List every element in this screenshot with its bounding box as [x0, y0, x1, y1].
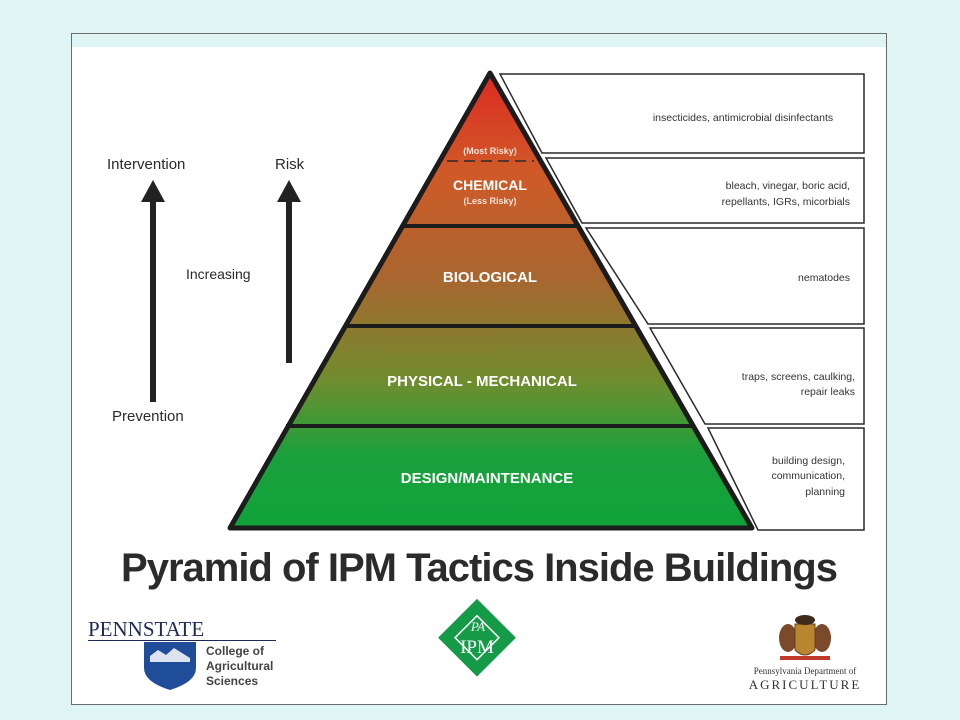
- page-title: Pyramid of IPM Tactics Inside Buildings: [121, 546, 838, 590]
- risk-label: Risk: [275, 156, 305, 173]
- description-chemical-line1: bleach, vinegar, boric acid,: [726, 180, 850, 192]
- pennstate-shield-icon: [144, 642, 196, 690]
- prevention-label: Prevention: [112, 408, 184, 425]
- description-box-chemical: [544, 157, 865, 224]
- intervention-arrow: [141, 180, 165, 402]
- pennstate-college-text: College of Agricultural Sciences: [206, 644, 273, 689]
- pennstate-college-line2: Agricultural: [206, 659, 274, 673]
- description-box-physical: [648, 327, 865, 425]
- pda-line2: AGRICULTURE: [748, 677, 862, 692]
- description-box-top: [498, 73, 865, 154]
- pda-line1: Pennsylvania Department of: [753, 666, 857, 676]
- tier-design-label: DESIGN/MAINTENANCE: [401, 470, 574, 487]
- description-biological: nematodes: [798, 272, 850, 284]
- pennstate-rule: [88, 640, 276, 641]
- tier-chemical-label: CHEMICAL: [453, 177, 527, 193]
- description-box-design: [706, 427, 865, 531]
- description-box-biological: [584, 227, 865, 325]
- description-physical-line1: traps, screens, caulking,: [742, 371, 855, 383]
- less-risky-label: (Less Risky): [463, 196, 516, 206]
- description-design-line1: building design,: [772, 455, 845, 467]
- intervention-label: Intervention: [107, 156, 186, 173]
- pennstate-college-line3: Sciences: [206, 674, 259, 688]
- top-strip: [72, 34, 886, 47]
- pyramid-shape: [227, 70, 755, 531]
- tier-biological-label: BIOLOGICAL: [443, 269, 537, 286]
- risk-arrow: [277, 180, 301, 363]
- increasing-label: Increasing: [186, 266, 251, 282]
- pyramid-dividers: [286, 224, 694, 428]
- pa-ipm-logo-icon: PA IPM: [438, 598, 516, 677]
- most-risky-label: (Most Risky): [463, 146, 517, 156]
- pa-ipm-word: IPM: [460, 637, 494, 658]
- pennstate-wordmark: PENNSTATE: [88, 617, 205, 641]
- description-chemical-line2: repellants, IGRs, micorbials: [722, 196, 850, 208]
- pennstate-college-line1: College of: [206, 644, 265, 658]
- pa-ipm-script: PA: [470, 619, 485, 634]
- description-boxes: [498, 73, 865, 531]
- description-top: insecticides, antimicrobial disinfectant…: [653, 112, 833, 124]
- description-physical-line2: repair leaks: [801, 386, 855, 398]
- tier-physical-label: PHYSICAL - MECHANICAL: [387, 373, 577, 390]
- pda-coat-of-arms-icon: [779, 615, 831, 660]
- description-design-line2: communication,: [771, 470, 845, 482]
- description-design-line3: planning: [805, 486, 845, 498]
- pda-wordmark: Pennsylvania Department of AGRICULTURE: [745, 666, 865, 693]
